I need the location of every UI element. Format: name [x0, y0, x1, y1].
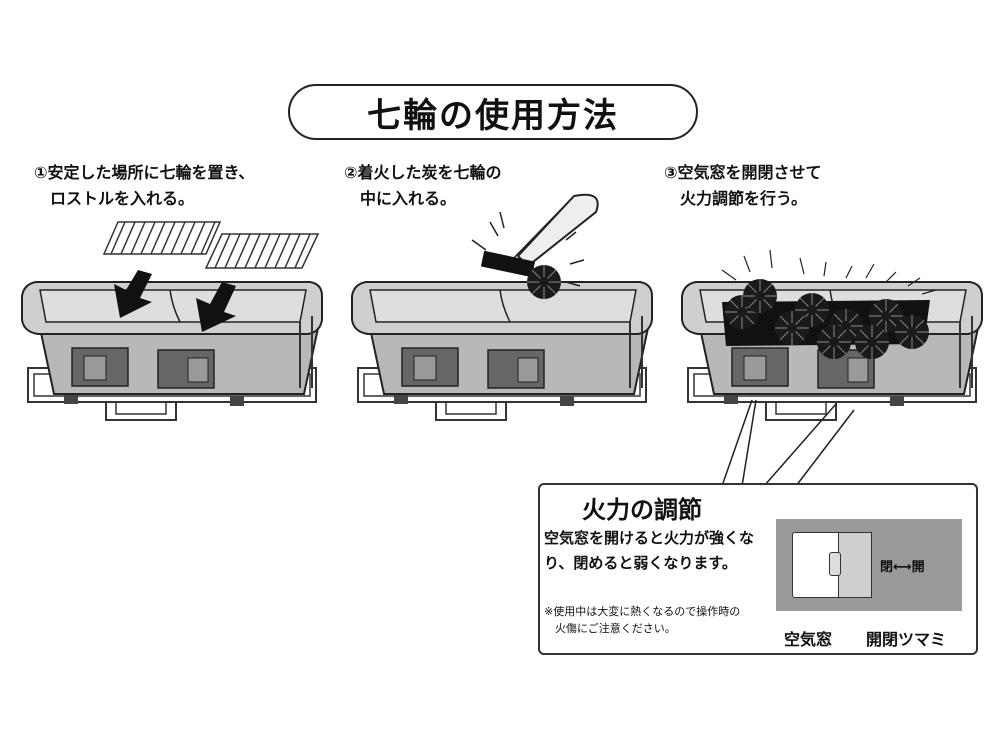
shutter-knob	[829, 552, 841, 576]
open-close-label: 閉⟷開	[880, 560, 925, 575]
step-1-text: ①安定した場所に七輪を置き、 ロストルを入れる。	[34, 163, 255, 208]
heat-lines-2	[471, 211, 585, 287]
arrow-left	[114, 270, 152, 318]
page-title: 七輪の使用方法	[367, 95, 619, 136]
knob-label: 開閉ツマミ	[866, 630, 947, 649]
leader-lines	[721, 399, 855, 487]
arrow-right	[196, 282, 236, 332]
tongs	[480, 193, 599, 278]
grate-left	[102, 221, 222, 255]
grill-step-2	[351, 281, 653, 421]
air-window-label: 空気窓	[784, 630, 833, 649]
grate-right	[204, 233, 320, 269]
step-3-text: ③空気窓を開閉させて 火力調節を行う。	[664, 163, 822, 208]
air-window-shutter	[838, 532, 872, 598]
title-pill: 七輪の使用方法	[288, 84, 698, 140]
info-note: ※使用中は大変に熱くなるので操作時の 火傷にご注意ください。	[544, 605, 741, 635]
coal-pile	[722, 278, 930, 360]
info-body: 空気窓を開けると火力が強くなり、閉めると弱くなります。	[544, 529, 755, 572]
heat-lines-3	[721, 249, 937, 295]
grill-step-1	[21, 281, 323, 421]
info-title: 火力の調節	[582, 496, 702, 524]
step-2-text: ②着火した炭を七輪の 中に入れる。	[344, 163, 502, 208]
